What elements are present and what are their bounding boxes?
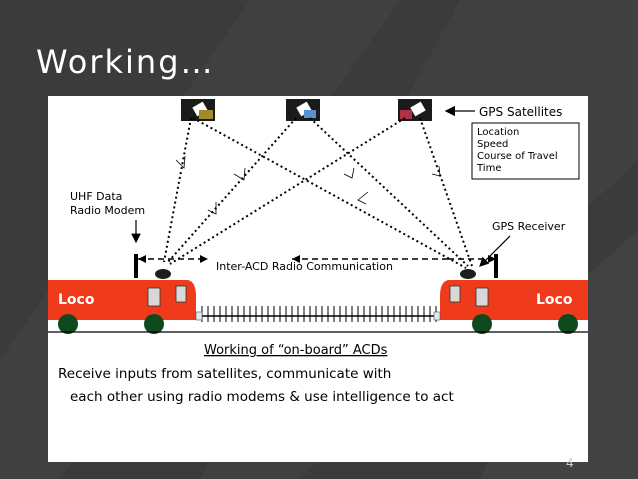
- loco-left: [48, 269, 203, 334]
- slide-title: Working…: [36, 43, 215, 81]
- uhf-label: Radio Modem: [70, 204, 145, 217]
- gps-satellites-label: GPS Satellites: [479, 105, 562, 119]
- page-number: 4: [566, 456, 574, 470]
- satellite-signal-lines: [163, 117, 473, 269]
- loco-left-label: Loco: [58, 292, 95, 308]
- gps-receiver-label: GPS Receiver: [492, 220, 566, 233]
- radio-arrowhead: [292, 255, 300, 263]
- uhf-label: UHF Data: [70, 190, 122, 203]
- diagram-panel: GPS Satellites Location Speed Course of …: [48, 96, 588, 462]
- loco-right: [433, 269, 588, 334]
- gps-info-item: Course of Travel: [477, 151, 558, 162]
- antenna-right: [494, 254, 498, 278]
- satellite-icon-3: [398, 99, 432, 121]
- caption-line: each other using radio modems & use inte…: [70, 389, 454, 405]
- caption-line: Receive inputs from satellites, communic…: [58, 366, 391, 382]
- radio-arrowhead: [200, 255, 208, 263]
- loco-right-label: Loco: [536, 292, 573, 308]
- acd-diagram: GPS Satellites Location Speed Course of …: [48, 99, 588, 405]
- satellite-icon-2: [286, 99, 320, 121]
- antenna-left: [134, 254, 138, 278]
- radio-comm-label: Inter-ACD Radio Communication: [216, 260, 393, 273]
- radio-arrowhead: [138, 255, 146, 263]
- gps-info-item: Time: [476, 163, 501, 174]
- gps-info-item: Speed: [477, 139, 508, 150]
- gps-info-box: [471, 122, 580, 180]
- gps-info-item: Location: [477, 127, 519, 138]
- satellite-icon-1: [181, 99, 215, 121]
- caption-title: Working of “on-board” ACDs: [204, 343, 388, 358]
- signal-direction-marks: [175, 155, 441, 215]
- railway-track: [198, 306, 438, 322]
